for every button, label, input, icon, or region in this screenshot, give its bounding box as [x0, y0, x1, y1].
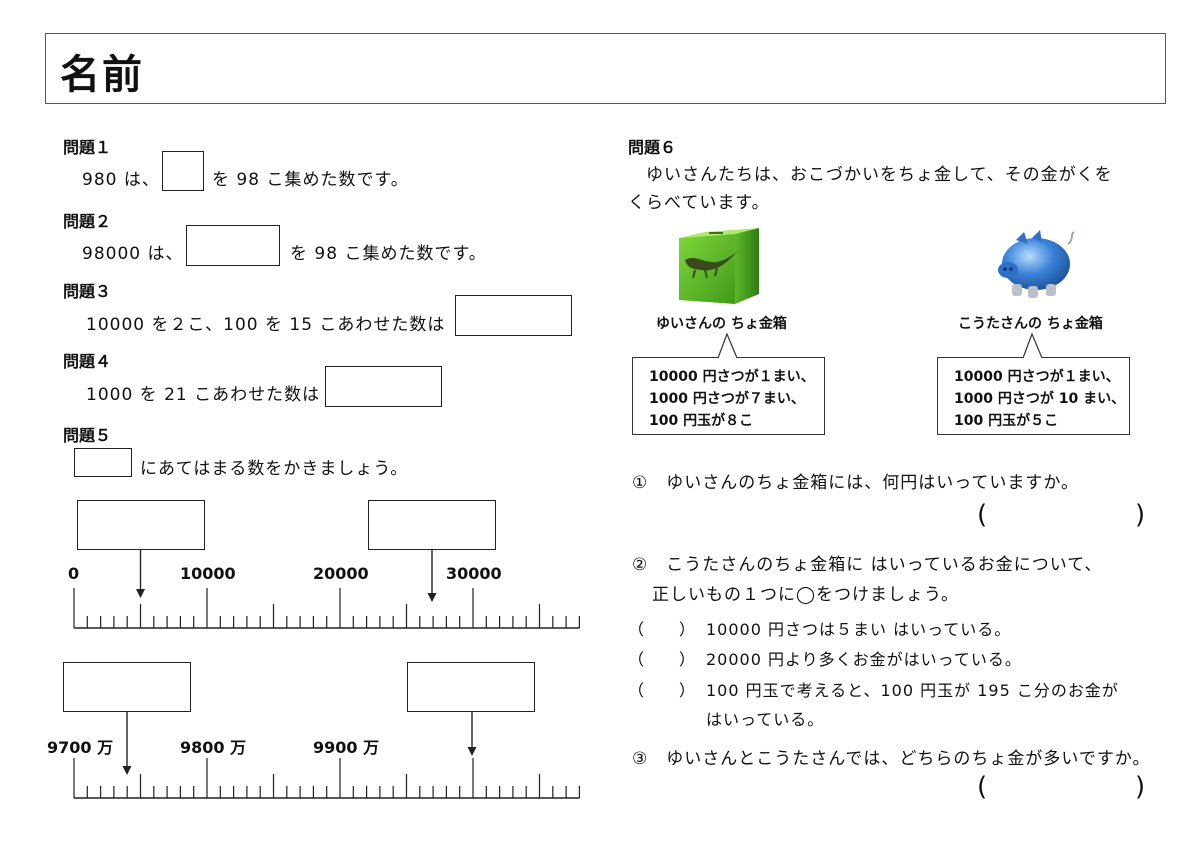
- kouta-caption: こうたさんの ちょ金箱: [958, 316, 1103, 332]
- kouta-bubble-line-2: 1000 円さつが 10 まい、: [954, 391, 1126, 407]
- q1-text-post: を 98 こ集めた数です。: [212, 170, 409, 190]
- numline1-label-0: 0: [68, 564, 80, 583]
- q2-text-post: を 98 こ集めた数です。: [290, 244, 487, 264]
- q6-option2-paren[interactable]: （ ）: [628, 650, 697, 669]
- q6-intro-line2: くらべています。: [628, 193, 770, 213]
- q6-sub3: ③ ゆいさんとこうたさんでは、どちらのちょ金が多いですか。: [632, 749, 1151, 769]
- q2-heading: 問題２: [63, 212, 112, 231]
- q4-text: 1000 を 21 こあわせた数は: [86, 385, 321, 405]
- kouta-bubble: 10000 円さつが１まい、 1000 円さつが 10 まい、 100 円玉が５…: [937, 357, 1130, 435]
- q6-option2-text: 20000 円より多くお金がはいっている。: [706, 650, 1022, 669]
- q6-sub3-answer-field[interactable]: [995, 774, 1130, 806]
- q6-sub2-line2: 正しいもの１つに◯をつけましょう。: [652, 585, 960, 605]
- numline1-label-20000: 20000: [313, 564, 369, 583]
- q3-heading: 問題３: [63, 282, 112, 301]
- q4-heading: 問題４: [63, 352, 112, 371]
- kouta-piggy-bank-image: [988, 226, 1078, 302]
- numline2-label-9800: 9800 万: [180, 738, 247, 757]
- q4-answer-box[interactable]: [325, 366, 442, 407]
- q6-option3-paren[interactable]: （ ）: [628, 681, 697, 700]
- q6-option3-text: 100 円玉で考えると、100 円玉が 195 こ分のお金が: [706, 681, 1119, 700]
- q6-sub1: ① ゆいさんのちょ金箱には、何円はいっていますか。: [632, 473, 1080, 493]
- yui-caption: ゆいさんの ちょ金箱: [656, 316, 787, 332]
- q6-option1-text: 10000 円さつは５まい はいっている。: [706, 620, 1012, 639]
- numline2-arrow-2-head: [467, 747, 477, 756]
- q5-heading: 問題５: [63, 426, 112, 445]
- q5-example-box: [74, 448, 132, 477]
- q6-heading: 問題６: [628, 138, 677, 157]
- numline2-answer-box-1[interactable]: [63, 662, 191, 712]
- name-label: 名前: [60, 52, 144, 98]
- yui-bubble-line-1: 10000 円さつが１まい、: [649, 369, 815, 385]
- q3-text: 10000 を２こ、100 を 15 こあわせた数は: [86, 315, 446, 335]
- q6-sub1-paren-open: (: [977, 500, 988, 530]
- q6-sub3-paren-close: ): [1135, 772, 1146, 802]
- q1-text-pre: 980 は、: [82, 170, 160, 190]
- number-line-arrows: [122, 550, 477, 775]
- numline1-label-10000: 10000: [180, 564, 236, 583]
- yui-bubble-line-2: 1000 円さつが７まい、: [649, 391, 805, 407]
- numline1-arrow-1-head: [136, 589, 145, 598]
- numline2-label-9700: 9700 万: [47, 738, 114, 757]
- yui-savings-box-image: [675, 224, 765, 306]
- name-box: [45, 33, 1166, 104]
- numline2-label-9900: 9900 万: [313, 738, 380, 757]
- q6-sub3-paren-open: (: [977, 772, 988, 802]
- numline1-label-30000: 30000: [446, 564, 502, 583]
- q1-answer-box[interactable]: [162, 151, 204, 191]
- kouta-bubble-line-3: 100 円玉が５こ: [954, 413, 1059, 429]
- q2-answer-box[interactable]: [186, 225, 280, 266]
- q6-intro-line1: ゆいさんたちは、おこづかいをちょ金して、その金がくを: [646, 165, 1113, 185]
- numline2-answer-box-2[interactable]: [407, 662, 535, 712]
- yui-bubble: 10000 円さつが１まい、 1000 円さつが７まい、 100 円玉が８こ: [632, 357, 825, 435]
- q6-sub1-paren-close: ): [1135, 500, 1146, 530]
- q6-option1-paren[interactable]: （ ）: [628, 620, 697, 639]
- q6-sub2-line1: ② こうたさんのちょ金箱に はいっているお金について、: [632, 555, 1103, 575]
- numline1-answer-box-2[interactable]: [368, 500, 496, 550]
- yui-bubble-line-3: 100 円玉が８こ: [649, 413, 754, 429]
- kouta-bubble-line-1: 10000 円さつが１まい、: [954, 369, 1120, 385]
- q1-heading: 問題１: [63, 138, 112, 157]
- q2-text-pre: 98000 は、: [82, 244, 184, 264]
- numline1-answer-box-1[interactable]: [77, 500, 205, 550]
- q6-option3-text-cont: はいっている。: [706, 710, 825, 729]
- q5-instruction: にあてはまる数をかきましょう。: [140, 459, 409, 479]
- q6-sub1-answer-field[interactable]: [995, 502, 1130, 534]
- q3-answer-box[interactable]: [455, 295, 572, 336]
- number-line-2: [73, 758, 581, 799]
- numline2-arrow-1-head: [122, 766, 132, 775]
- number-line-1: [73, 588, 581, 629]
- numline1-arrow-2-head: [427, 593, 437, 602]
